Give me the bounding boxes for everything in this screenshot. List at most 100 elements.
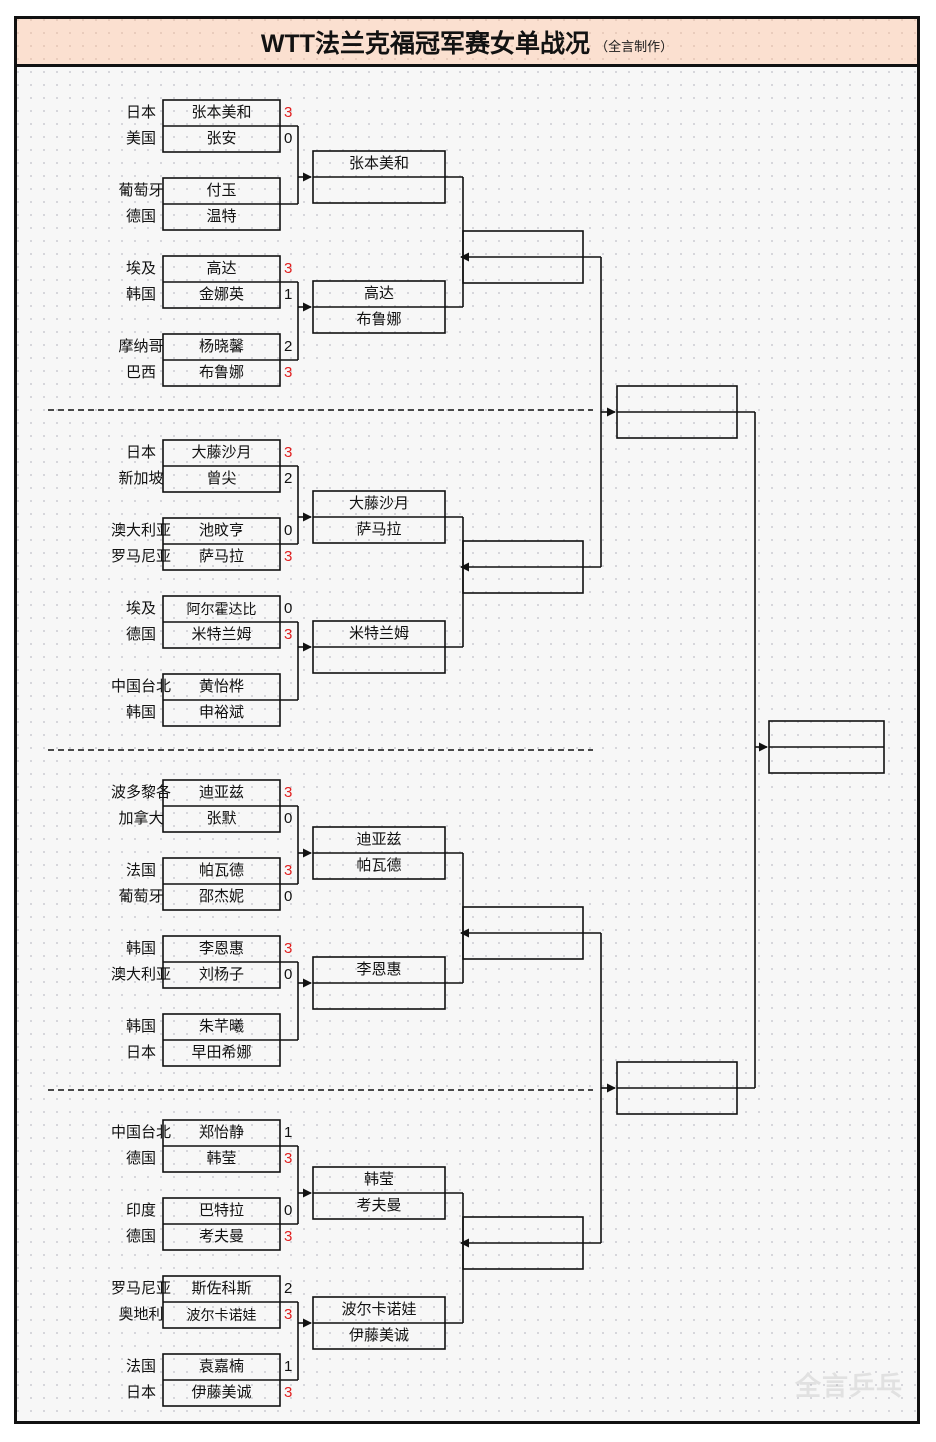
- match-score: 3: [284, 1384, 293, 1401]
- country-label: 澳大利亚: [110, 522, 171, 539]
- player-name: 大藤沙月: [191, 444, 252, 461]
- match-score: 2: [284, 338, 293, 355]
- page-subtitle: （全言制作）: [595, 39, 674, 54]
- country-label: 葡萄牙: [118, 888, 164, 905]
- country-label: 韩国: [125, 286, 156, 303]
- country-label: 美国: [125, 130, 156, 147]
- player-name: 斯佐科斯: [191, 1280, 252, 1297]
- player-name: 曾尖: [206, 470, 237, 487]
- match-score: 0: [284, 966, 293, 983]
- country-label: 日本: [125, 1384, 156, 1401]
- player-name: 付玉: [206, 182, 237, 199]
- player-name: 张默: [206, 810, 237, 827]
- page-title: WTT法兰克福冠军赛女单战况: [260, 29, 591, 58]
- round2-player-top: 米特兰姆: [348, 625, 409, 642]
- country-label: 奥地利: [118, 1306, 164, 1323]
- player-name: 金娜英: [198, 286, 244, 303]
- country-label: 法国: [125, 1358, 156, 1375]
- country-label: 波多黎各: [110, 784, 171, 801]
- match-score: 0: [284, 1202, 293, 1219]
- country-label: 中国台北: [110, 678, 171, 695]
- player-name: 黄怡桦: [198, 678, 244, 695]
- match-score: 3: [284, 626, 293, 643]
- match-score: 0: [284, 810, 293, 827]
- match-score: 3: [284, 104, 293, 121]
- match-score: 1: [284, 1124, 293, 1141]
- player-name: 考夫曼: [198, 1228, 244, 1245]
- match-score: 3: [284, 1306, 293, 1323]
- match-score: 0: [284, 888, 293, 905]
- player-name: 巴特拉: [198, 1202, 244, 1219]
- match-score: 3: [284, 444, 293, 461]
- player-name: 袁嘉楠: [198, 1358, 244, 1375]
- player-name: 朱芊曦: [198, 1018, 244, 1035]
- country-label: 印度: [125, 1202, 156, 1219]
- country-label: 韩国: [125, 704, 156, 721]
- player-name: 池旼亨: [198, 522, 244, 539]
- round2-player-bottom: 伊藤美诚: [348, 1327, 409, 1344]
- player-name: 阿尔霍达比: [186, 601, 257, 617]
- match-score: 3: [284, 784, 293, 801]
- match-score: 3: [284, 940, 293, 957]
- round2-player-top: 韩莹: [363, 1171, 394, 1188]
- country-label: 埃及: [125, 260, 156, 277]
- round2-player-top: 迪亚兹: [356, 831, 402, 848]
- round2-player-bottom: 帕瓦德: [356, 857, 402, 874]
- match-score: 3: [284, 364, 293, 381]
- player-name: 萨马拉: [198, 548, 244, 565]
- country-label: 德国: [125, 208, 156, 225]
- player-name: 杨晓馨: [198, 338, 244, 355]
- match-score: 3: [284, 1150, 293, 1167]
- player-name: 米特兰姆: [191, 626, 252, 643]
- round2-player-bottom: 布鲁娜: [356, 311, 402, 328]
- player-name: 张安: [206, 130, 237, 147]
- country-label: 巴西: [125, 364, 156, 381]
- country-label: 韩国: [125, 940, 156, 957]
- country-label: 德国: [125, 1150, 156, 1167]
- round2-player-bottom: 萨马拉: [356, 521, 402, 538]
- player-name: 邵杰妮: [198, 888, 244, 905]
- match-score: 2: [284, 1280, 293, 1297]
- country-label: 加拿大: [118, 810, 164, 827]
- player-name: 郑怡静: [198, 1124, 244, 1141]
- player-name: 高达: [206, 260, 237, 277]
- match-score: 3: [284, 862, 293, 879]
- player-name: 李恩惠: [198, 940, 244, 957]
- match-score: 3: [284, 260, 293, 277]
- country-label: 葡萄牙: [118, 182, 164, 199]
- player-name: 帕瓦德: [198, 862, 244, 879]
- player-name: 刘杨子: [198, 966, 244, 983]
- player-name: 温特: [206, 208, 237, 225]
- match-score: 0: [284, 522, 293, 539]
- player-name: 伊藤美诚: [191, 1384, 252, 1401]
- country-label: 韩国: [125, 1018, 156, 1035]
- round2-player-top: 大藤沙月: [348, 495, 409, 512]
- country-label: 澳大利亚: [110, 966, 171, 983]
- country-label: 罗马尼亚: [110, 548, 171, 565]
- match-score: 3: [284, 548, 293, 565]
- country-label: 埃及: [125, 600, 156, 617]
- match-score: 0: [284, 130, 293, 147]
- match-score: 0: [284, 600, 293, 617]
- player-name: 布鲁娜: [198, 364, 244, 381]
- watermark: 全言乒乓: [794, 1371, 903, 1401]
- match-score: 1: [284, 286, 293, 303]
- country-label: 日本: [125, 1044, 156, 1061]
- country-label: 法国: [125, 862, 156, 879]
- country-label: 德国: [125, 626, 156, 643]
- player-name: 迪亚兹: [198, 784, 244, 801]
- match-score: 1: [284, 1358, 293, 1375]
- match-score: 2: [284, 470, 293, 487]
- page-header: WTT法兰克福冠军赛女单战况 （全言制作）: [17, 19, 917, 67]
- country-label: 中国台北: [110, 1124, 171, 1141]
- round2-player-top: 张本美和: [348, 155, 409, 172]
- country-label: 摩纳哥: [118, 338, 164, 355]
- player-name: 早田希娜: [191, 1044, 252, 1061]
- country-label: 德国: [125, 1228, 156, 1245]
- round2-player-top: 波尔卡诺娃: [341, 1301, 417, 1318]
- round2-player-top: 高达: [363, 285, 394, 302]
- player-name: 波尔卡诺娃: [186, 1307, 257, 1323]
- country-label: 日本: [125, 444, 156, 461]
- bracket-panel: WTT法兰克福冠军赛女单战况 （全言制作） 日本 张本美和 3 美国 张安 0 葡萄牙 付玉德…: [14, 16, 920, 1424]
